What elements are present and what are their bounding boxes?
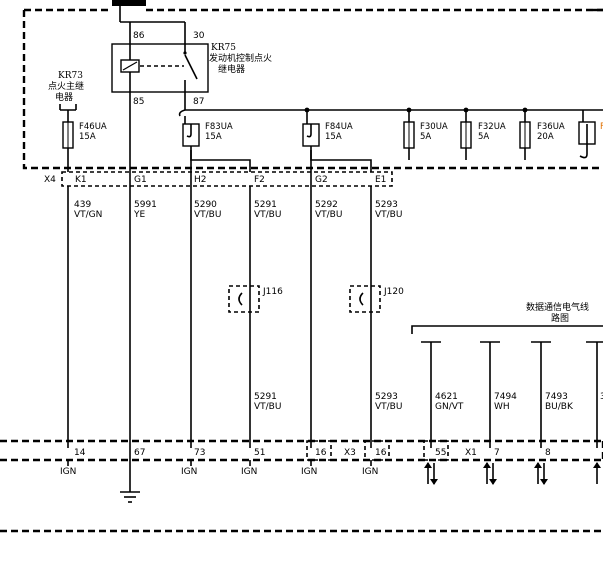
- fuse-f83ua: F83UA 15A: [182, 116, 233, 172]
- svg-text:H2: H2: [194, 175, 207, 185]
- data-arrow-icon: [534, 462, 548, 485]
- svg-text:VT/BU: VT/BU: [375, 402, 402, 412]
- kr73-id: KR73: [58, 71, 83, 81]
- svg-text:4621: 4621: [435, 392, 458, 402]
- svg-text:F83UA: F83UA: [205, 122, 233, 132]
- kr75-pin-85: 85: [133, 97, 144, 107]
- svg-text:5291: 5291: [254, 200, 277, 210]
- fuse-f32ua: F32UA 5A: [460, 110, 506, 160]
- svg-text:F: F: [600, 122, 603, 132]
- svg-text:5292: 5292: [315, 200, 338, 210]
- svg-text:5290: 5290: [194, 200, 217, 210]
- svg-text:14: 14: [74, 448, 86, 458]
- svg-text:15A: 15A: [79, 132, 96, 142]
- svg-text:F36UA: F36UA: [537, 122, 565, 132]
- svg-text:YE: YE: [133, 210, 145, 220]
- svg-text:VT/BU: VT/BU: [254, 402, 281, 412]
- fuse-f46ua: F46UA 15A: [62, 110, 107, 172]
- svg-text:5A: 5A: [420, 132, 431, 142]
- svg-text:5A: 5A: [478, 132, 489, 142]
- kr73-name-1: 点火主继: [48, 80, 84, 92]
- fuse-f84ua: F84UA 15A: [302, 110, 353, 172]
- svg-text:7493: 7493: [545, 392, 568, 402]
- ign-label: IGN: [181, 467, 197, 477]
- fuse-partial: F: [578, 110, 603, 159]
- svg-text:15A: 15A: [205, 132, 222, 142]
- kr73-name-2: 电器: [55, 91, 73, 103]
- svg-text:E1: E1: [375, 175, 386, 185]
- svg-text:7494: 7494: [494, 392, 517, 402]
- svg-text:WH: WH: [494, 402, 510, 412]
- data-arrow-icon: [593, 462, 601, 484]
- svg-text:73: 73: [194, 448, 205, 458]
- svg-text:F84UA: F84UA: [325, 122, 353, 132]
- svg-text:5293: 5293: [375, 392, 398, 402]
- svg-text:F2: F2: [254, 175, 265, 185]
- data-bus-reference: 数据通信电气线 路图: [411, 301, 603, 448]
- splice-j120: J120: [349, 285, 404, 313]
- splice-j116: J116: [228, 285, 283, 313]
- svg-text:VT/BU: VT/BU: [315, 210, 342, 220]
- ecm-outline: [0, 439, 603, 533]
- kr75-pin-87: 87: [193, 97, 204, 107]
- data-arrow-icon: [424, 462, 438, 485]
- svg-text:5291: 5291: [254, 392, 277, 402]
- relay-switch-icon: [184, 54, 198, 80]
- svg-text:G1: G1: [134, 175, 147, 185]
- splice-j120-label: J120: [383, 287, 404, 297]
- ground-icon: [120, 491, 140, 503]
- svg-text:F46UA: F46UA: [79, 122, 107, 132]
- kr75-pin-86: 86: [133, 31, 145, 41]
- data-bus-title-1: 数据通信电气线: [526, 301, 589, 313]
- svg-text:G2: G2: [315, 175, 328, 185]
- svg-text:7: 7: [494, 448, 500, 458]
- svg-text:15A: 15A: [325, 132, 342, 142]
- svg-text:VT/BU: VT/BU: [194, 210, 221, 220]
- svg-text:55: 55: [435, 448, 446, 458]
- fuse-f30ua: F30UA 5A: [403, 110, 448, 160]
- fuse-f36ua: F36UA 20A: [519, 110, 565, 160]
- ign-label: IGN: [362, 467, 378, 477]
- svg-text:VT/BU: VT/BU: [254, 210, 281, 220]
- svg-text:F32UA: F32UA: [478, 122, 506, 132]
- splice-j116-label: J116: [262, 287, 283, 297]
- svg-text:8: 8: [545, 448, 551, 458]
- svg-text:GN/VT: GN/VT: [435, 402, 464, 412]
- svg-text:5293: 5293: [375, 200, 398, 210]
- relay-kr75: 86 30 85 87 KR75 发动机控制点火 继电器: [111, 22, 272, 107]
- fuse-block-outline: [22, 8, 603, 170]
- data-arrow-icon: [483, 462, 497, 485]
- svg-text:K1: K1: [75, 175, 87, 185]
- svg-text:16: 16: [375, 448, 387, 458]
- kr75-name-2: 继电器: [218, 63, 245, 75]
- svg-text:20A: 20A: [537, 132, 554, 142]
- kr75-pin-30: 30: [193, 31, 205, 41]
- svg-text:BU/BK: BU/BK: [545, 402, 574, 412]
- connector-x3-label: X3: [344, 448, 356, 458]
- svg-text:439: 439: [74, 200, 91, 210]
- kr75-name-1: 发动机控制点火: [209, 52, 272, 64]
- svg-text:3: 3: [600, 392, 603, 402]
- svg-text:5991: 5991: [134, 200, 157, 210]
- data-bus-title-2: 路图: [551, 312, 569, 324]
- connector-x4: [61, 171, 393, 187]
- svg-text:F30UA: F30UA: [420, 122, 448, 132]
- connector-x4-label: X4: [44, 175, 56, 185]
- svg-text:VT/BU: VT/BU: [375, 210, 402, 220]
- top-connector: [112, 0, 146, 6]
- ign-label: IGN: [241, 467, 257, 477]
- svg-text:16: 16: [315, 448, 327, 458]
- connector-x1-label: X1: [465, 448, 477, 458]
- kr75-id: KR75: [211, 43, 236, 53]
- ign-label: IGN: [60, 467, 76, 477]
- svg-text:67: 67: [134, 448, 145, 458]
- svg-text:VT/GN: VT/GN: [74, 210, 102, 220]
- ign-label: IGN: [301, 467, 317, 477]
- wires: [67, 92, 372, 492]
- relay-kr73: KR73 点火主继 电器: [48, 71, 84, 111]
- svg-text:51: 51: [254, 448, 265, 458]
